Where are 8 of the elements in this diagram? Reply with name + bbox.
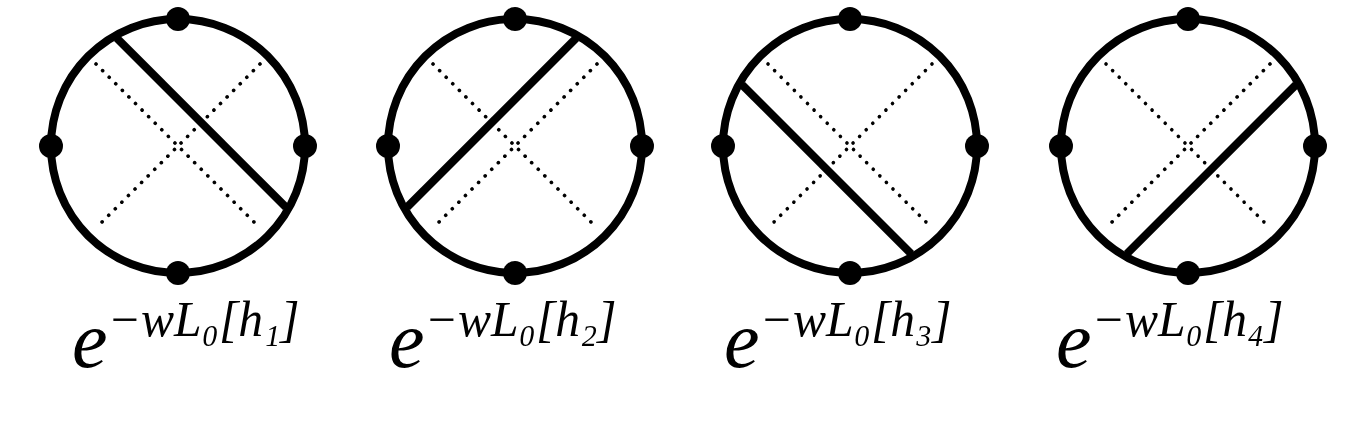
formula-label: e$^{−wL₀[h₂]}$	[389, 300, 617, 380]
chord-diagram-drawing	[375, 6, 655, 286]
formula-label: e$^{−wL₀[h₁]}$	[72, 300, 300, 380]
chord-diagram-drawing	[710, 6, 990, 286]
chord-diagram-drawing	[38, 6, 318, 286]
chord-diagram-drawing	[1048, 6, 1328, 286]
formula-label: e$^{−wL₀[h₄]}$	[1056, 300, 1284, 380]
formula-label: e$^{−wL₀[h₃]}$	[724, 300, 952, 380]
